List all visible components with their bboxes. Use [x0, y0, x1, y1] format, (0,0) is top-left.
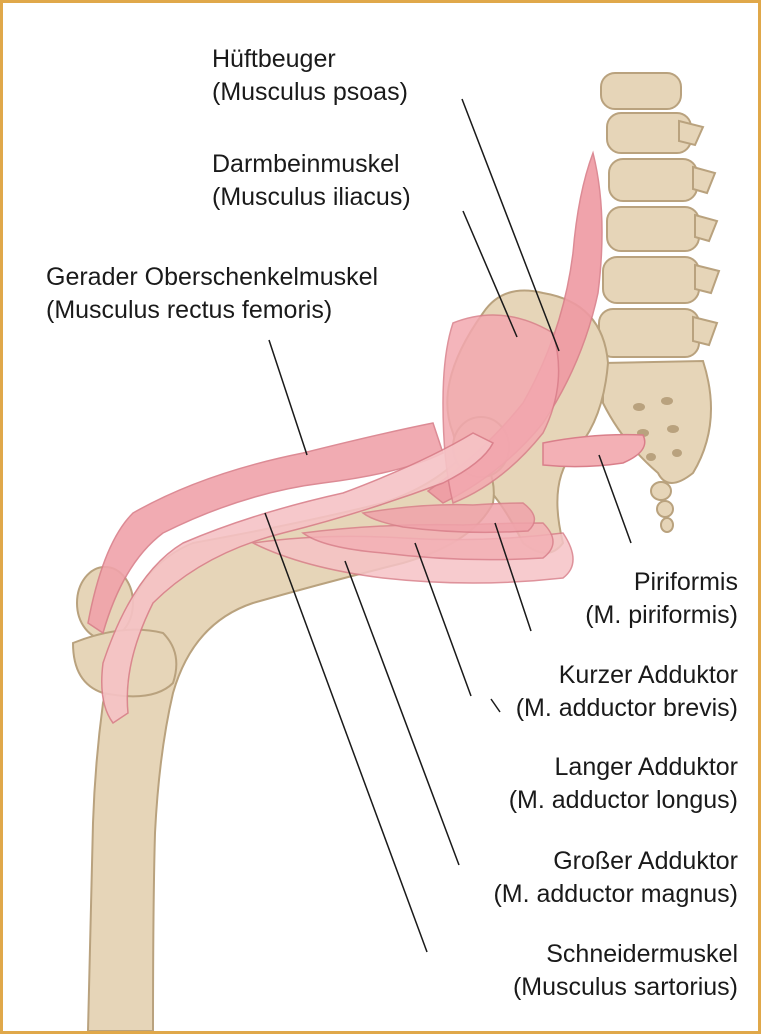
label-iliacus-name: Darmbeinmuskel: [212, 148, 411, 181]
label-adductor-longus-latin: (M. adductor longus): [509, 784, 738, 817]
label-rectus-femoris-latin: (Musculus rectus femoris): [46, 294, 378, 327]
leader-piriformis: [599, 455, 631, 543]
label-piriformis-name: Piriformis: [585, 566, 738, 599]
label-psoas: Hüftbeuger (Musculus psoas): [212, 43, 408, 109]
label-iliacus-latin: (Musculus iliacus): [212, 181, 411, 214]
leader-adductor-longus-tick: [491, 699, 500, 712]
label-piriformis: Piriformis (M. piriformis): [585, 566, 738, 632]
label-sartorius-name: Schneidermuskel: [513, 938, 738, 971]
label-adductor-longus: Langer Adduktor (M. adductor longus): [509, 751, 738, 817]
lumbar-spine: [599, 73, 719, 357]
label-adductor-magnus-name: Großer Adduktor: [493, 845, 738, 878]
coccyx: [651, 482, 673, 532]
label-psoas-latin: (Musculus psoas): [212, 76, 408, 109]
label-sartorius-latin: (Musculus sartorius): [513, 971, 738, 1004]
leader-adductor-magnus: [345, 561, 459, 865]
label-adductor-magnus: Großer Adduktor (M. adductor magnus): [493, 845, 738, 911]
label-adductor-longus-name: Langer Adduktor: [509, 751, 738, 784]
label-rectus-femoris: Gerader Oberschenkelmuskel (Musculus rec…: [46, 261, 378, 327]
label-adductor-brevis-name: Kurzer Adduktor: [516, 659, 738, 692]
label-rectus-femoris-name: Gerader Oberschenkelmuskel: [46, 261, 378, 294]
label-iliacus: Darmbeinmuskel (Musculus iliacus): [212, 148, 411, 214]
label-adductor-brevis-latin: (M. adductor brevis): [516, 692, 738, 725]
label-adductor-brevis: Kurzer Adduktor (M. adductor brevis): [516, 659, 738, 725]
label-piriformis-latin: (M. piriformis): [585, 599, 738, 632]
label-psoas-name: Hüftbeuger: [212, 43, 408, 76]
sacrum: [603, 361, 711, 483]
label-adductor-magnus-latin: (M. adductor magnus): [493, 878, 738, 911]
leader-rectus-femoris: [269, 340, 307, 455]
label-sartorius: Schneidermuskel (Musculus sartorius): [513, 938, 738, 1004]
